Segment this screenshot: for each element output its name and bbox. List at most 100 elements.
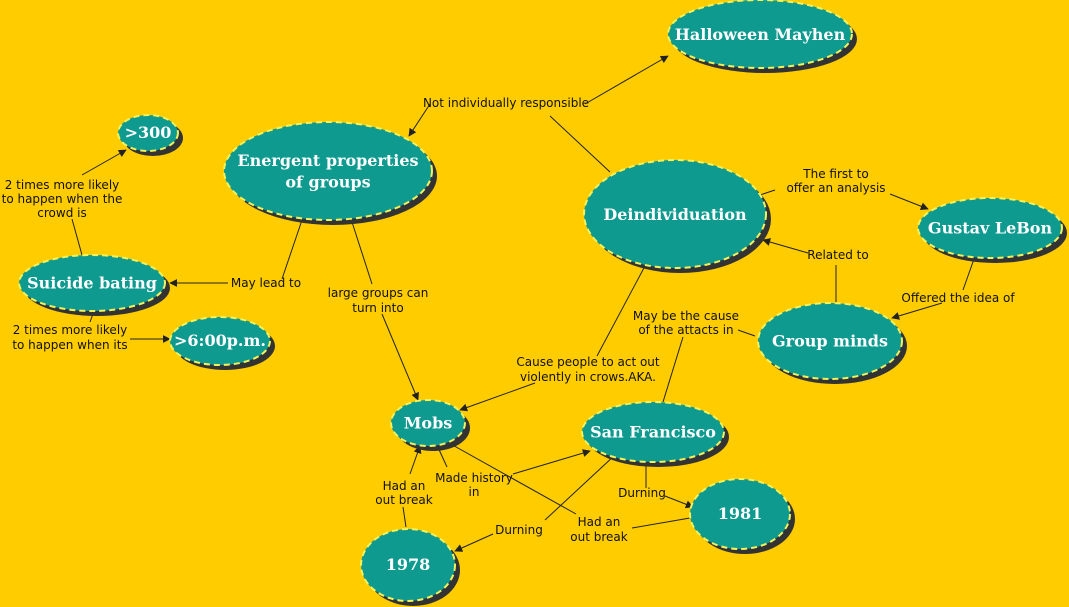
link-label-offered-idea: Offered the idea of [901,291,1015,305]
node-label: Gustav LeBon [928,218,1053,237]
link-label-line: to happen when the [2,192,123,206]
node-n600[interactable]: >6:00p.m. [169,316,275,370]
link-label-related-to: Related to [807,248,868,262]
connector-may-lead-to-1 [281,219,303,280]
node-label: Group minds [772,331,888,350]
link-label-line: The first to [802,167,868,181]
node-shape [18,254,166,312]
node-label: >300 [125,123,172,142]
link-label-line: May be the cause [633,309,739,323]
node-label: Energent properties [237,151,418,170]
node-groupminds[interactable]: Group minds [757,302,907,384]
link-label-durning-1981: Durning [618,486,666,500]
link-label-line: Offered the idea of [901,291,1015,305]
connector-may-be-cause-0 [662,336,684,403]
node-mobs[interactable]: Mobs [390,399,470,451]
connector-not-responsible-2 [549,115,611,173]
node-label: Deindividuation [603,205,747,224]
node-shape [917,197,1063,259]
node-label: San Francisco [590,422,716,441]
node-halloween[interactable]: Halloween Mayhen [667,0,857,73]
link-label-line: Made history [435,471,513,485]
node-shape [223,121,433,221]
node-label: 1978 [386,555,431,574]
node-suicide[interactable]: Suicide bating [18,254,170,316]
link-label-line: of the attacts in [638,323,733,337]
node-shape [581,401,725,463]
node-shape [667,0,853,69]
connector-large-groups-0 [351,221,373,285]
node-sf[interactable]: San Francisco [581,401,729,467]
connector-had-outbreak-1981-0 [631,517,691,529]
node-lebon[interactable]: Gustav LeBon [917,197,1067,263]
node-n1981[interactable]: 1981 [689,478,795,554]
node-n300[interactable]: >300 [117,114,183,156]
link-label-line: Not individually responsible [423,96,589,110]
link-label-line: May lead to [231,276,301,290]
link-label-line: turn into [352,301,403,315]
connector-lines [71,55,975,552]
connector-durning-1978-1 [454,533,494,552]
connector-first-analysis-1 [889,193,929,211]
link-label-may-lead-to: May lead to [231,276,301,290]
link-label-line: crowd is [37,206,86,220]
node-n1978[interactable]: 1978 [360,528,460,606]
link-label-not-responsible: Not individually responsible [423,96,589,110]
node-emergent[interactable]: Energent properties of groups [223,121,437,225]
connector-not-responsible-0 [408,103,431,137]
link-label-line: Had an [578,515,621,529]
node-shape [757,302,903,380]
connector-had-outbreak-1978-1 [409,445,422,475]
connector-cause-people-1 [459,382,536,412]
link-label-line: Durning [495,523,543,537]
connector-related-to-0 [762,238,809,254]
connector-not-responsible-1 [584,55,669,105]
node-label: Suicide bating [27,273,157,292]
connector-had-outbreak-1978-0 [402,506,407,528]
link-label-line: 2 times more likely [5,178,120,192]
connector-made-history-1 [512,449,591,475]
link-label-line: large groups can [328,286,429,300]
link-label-line: violently in crows.AKA. [520,370,656,384]
link-label-line: out break [375,493,432,507]
link-label-line: to happen when its [12,338,127,352]
node-label: 1981 [718,504,763,523]
link-label-line: Cause people to act out [516,355,660,369]
node-label: of groups [285,173,370,192]
link-label-line: out break [570,530,627,544]
link-label-line: Durning [618,486,666,500]
node-shape [360,528,456,602]
connector-two-times-crowd-1 [71,218,83,256]
connector-had-outbreak-1981-1 [439,437,577,515]
node-shape [169,316,271,366]
link-label-durning-1978: Durning [495,523,543,537]
node-shape [583,159,767,269]
node-deind[interactable]: Deindividuation [583,159,771,273]
link-label-line: Had an [383,479,426,493]
node-label: Halloween Mayhen [675,25,846,44]
link-label-line: Related to [807,248,868,262]
connector-may-be-cause-1 [737,329,756,337]
link-label-line: in [469,485,480,499]
connector-durning-1978-0 [544,454,616,521]
link-label-line: offer an analysis [786,181,885,195]
connector-two-times-crowd-0 [81,149,127,176]
node-shape [689,478,791,550]
node-label: Mobs [404,413,453,432]
connector-large-groups-1 [381,313,419,401]
node-label: >6:00p.m. [174,331,266,350]
connector-offered-idea-1 [891,302,943,320]
node-shape [117,114,179,152]
